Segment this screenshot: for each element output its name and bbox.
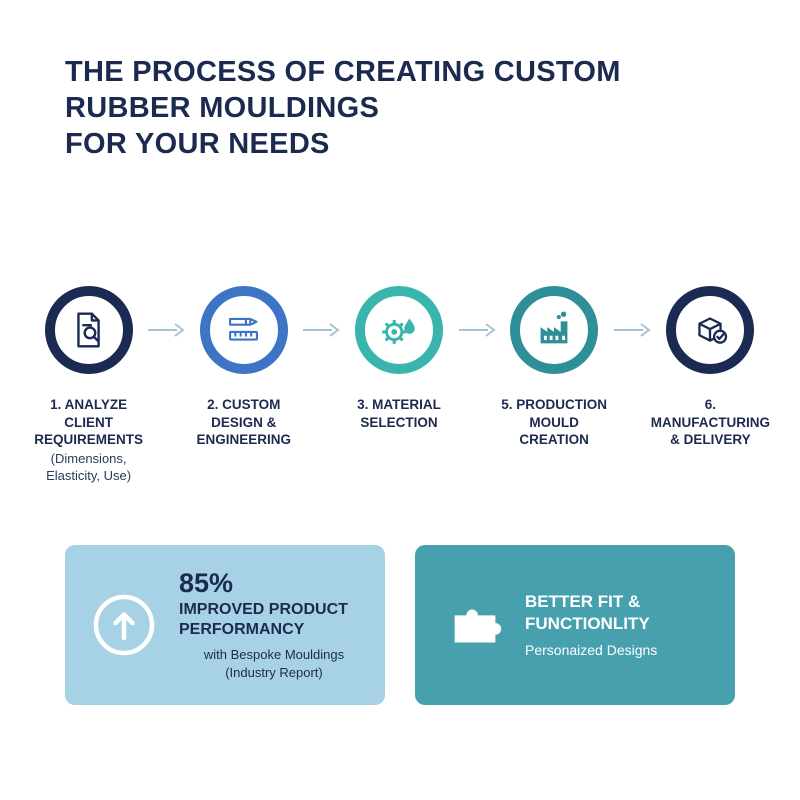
step-6-circle <box>666 286 755 374</box>
performance-card: 85% IMPROVED PRODUCT PERFORMANCY with Be… <box>65 545 385 705</box>
flow-arrow-icon <box>147 322 185 338</box>
step-2-circle <box>199 286 288 374</box>
step-5-label: 5. PRODUCTION MOULD CREATION <box>501 397 608 448</box>
ruler-pencil-icon <box>221 307 267 353</box>
page-title-line-2: RUBBER MOULDINGS <box>65 92 380 124</box>
flow-arrow-icon <box>302 322 341 338</box>
fit-card: BETTER FIT & FUNCTIONLITY Personaized De… <box>415 545 735 705</box>
performance-card-text: 85% IMPROVED PRODUCT PERFORMANCY with Be… <box>179 567 369 682</box>
fit-subtext: Personaized Designs <box>525 642 658 658</box>
step-3-circle <box>354 286 443 374</box>
box-check-icon <box>687 307 733 353</box>
step-6-label: 6. MANUFACTURING & DELIVERY <box>650 397 770 448</box>
step-1-sublabel: (Dimensions, Elasticity, Use) <box>46 450 132 483</box>
arrow-up-circle-icon <box>87 588 161 662</box>
process-step-2: 2. CUSTOM DESIGN & ENGINEERING <box>185 286 302 451</box>
performance-stat: 85% <box>179 567 234 598</box>
process-step-5: 5. PRODUCTION MOULD CREATION <box>496 286 613 451</box>
process-step-6: 6. MANUFACTURING & DELIVERY <box>651 286 770 451</box>
process-step-1: 1. ANALYZE CLIENT REQUIREMENTS (Dimensio… <box>30 286 147 484</box>
step-5-circle <box>510 286 599 374</box>
step-1-label: 1. ANALYZE CLIENT REQUIREMENTS <box>34 397 143 448</box>
process-flow: 1. ANALYZE CLIENT REQUIREMENTS (Dimensio… <box>30 286 770 484</box>
factory-icon <box>531 307 577 353</box>
page-title-line-3: FOR YOUR NEEDS <box>65 128 330 160</box>
fit-card-text: BETTER FIT & FUNCTIONLITY Personaized De… <box>525 591 675 659</box>
page-title: THE PROCESS OF CREATING CUSTOM RUBBER MO… <box>65 54 621 162</box>
document-search-icon <box>66 307 112 353</box>
fit-heading: BETTER FIT & FUNCTIONLITY <box>525 591 650 633</box>
flow-arrow-icon <box>613 322 651 338</box>
performance-subtext: with Bespoke Mouldings (Industry Report) <box>203 647 345 680</box>
flow-arrow-icon <box>458 322 496 338</box>
performance-heading: IMPROVED PRODUCT PERFORMANCY <box>179 601 348 639</box>
process-step-3: 3. MATERIAL SELECTION <box>340 286 457 433</box>
step-2-label: 2. CUSTOM DESIGN & ENGINEERING <box>196 397 292 448</box>
page-title-line-1: THE PROCESS OF CREATING CUSTOM <box>65 56 621 88</box>
stat-cards-row: 85% IMPROVED PRODUCT PERFORMANCY with Be… <box>65 545 735 705</box>
gear-droplet-icon <box>376 307 422 353</box>
puzzle-icon <box>445 594 507 656</box>
step-3-label: 3. MATERIAL SELECTION <box>357 397 441 430</box>
step-1-circle <box>44 286 133 374</box>
